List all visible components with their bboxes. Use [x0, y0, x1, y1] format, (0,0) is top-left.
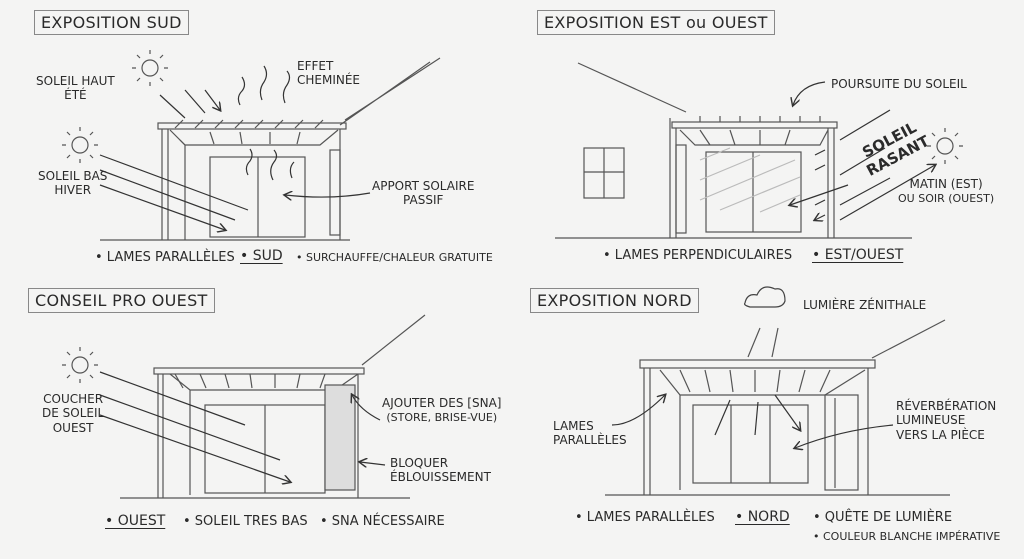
- label-line: MATIN (EST): [909, 177, 983, 191]
- label-line: BLOQUER: [390, 456, 449, 470]
- panel-title-est-ouest: EXPOSITION EST ou OUEST: [537, 10, 775, 36]
- label-line: PASSIF: [403, 193, 444, 208]
- label-line: OU SOIR (OUEST): [898, 192, 995, 206]
- label-line: DE SOLEIL: [42, 406, 105, 421]
- label-line: (STORE, BRISE-VUE): [386, 411, 498, 425]
- label-line: LAMES: [553, 419, 594, 433]
- bullet-orientation: • OUEST: [105, 513, 166, 529]
- label-line: HIVER: [54, 183, 92, 198]
- label-line: LUMINEUSE: [896, 413, 966, 428]
- label-line: ÉBLOUISSEMENT: [390, 470, 491, 485]
- label-line: COUCHER: [43, 392, 104, 406]
- label-lumiere-zenithale: LUMIÈRE ZÉNITHALE: [803, 298, 927, 312]
- pergola-est-ouest-sketch: [555, 62, 964, 239]
- label-line: CHEMINÉE: [297, 73, 361, 88]
- label-line: APPORT SOLAIRE: [372, 179, 475, 193]
- bullet-lames: • LAMES PARALLÈLES: [95, 250, 235, 265]
- pergola-sud-sketch: [61, 49, 441, 241]
- bullet-sna: • SNA NÉCESSAIRE: [320, 514, 445, 529]
- bullet-couleur-blanche: • COULEUR BLANCHE IMPÉRATIVE: [813, 530, 1001, 543]
- label-line: EFFET: [297, 59, 334, 73]
- bullet-orientation: • NORD: [735, 509, 790, 525]
- panel-title-sud: EXPOSITION SUD: [34, 10, 189, 36]
- label-ajouter-sna: AJOUTER DES [SNA](STORE, BRISE-VUE): [382, 396, 501, 425]
- label-line: VERS LA PIÈCE: [896, 427, 985, 442]
- bullet-quete-lumiere: • QUÊTE DE LUMIÈRE: [813, 510, 953, 525]
- bullet-note: • SURCHAUFFE/CHALEUR GRATUITE: [296, 251, 493, 264]
- sun-icon: [61, 346, 99, 384]
- label-matin-soir: MATIN (EST)OU SOIR (OUEST): [898, 177, 994, 206]
- label-line: PARALLÈLES: [553, 433, 627, 448]
- label-line: OUEST: [52, 420, 94, 435]
- cloud-icon: [743, 286, 786, 308]
- pergola-nord-sketch: [605, 286, 950, 496]
- bullet-orientation: • SUD: [240, 248, 283, 264]
- bullet-orientation: • EST/OUEST: [812, 247, 904, 263]
- label-line: SOLEIL HAUT: [36, 74, 115, 88]
- label-poursuite: POURSUITE DU SOLEIL: [831, 77, 967, 91]
- sun-icon: [926, 127, 964, 165]
- label-line: AJOUTER DES [SNA]: [382, 396, 502, 410]
- sun-icon: [131, 49, 169, 87]
- panel-title-nord: EXPOSITION NORD: [530, 288, 699, 314]
- bullet-lames: • LAMES PARALLÈLES: [575, 510, 715, 525]
- pergola-conseil-sketch: [61, 314, 426, 499]
- bullet-lames: • LAMES PERPENDICULAIRES: [603, 248, 793, 263]
- label-line: SOLEIL BAS: [38, 169, 108, 183]
- panel-title-conseil: CONSEIL PRO OUEST: [28, 288, 215, 314]
- sun-icon: [61, 126, 99, 164]
- bullet-soleil-bas: • SOLEIL TRES BAS: [183, 514, 308, 529]
- label-line: ÉTÉ: [64, 88, 87, 103]
- label-line: RÉVERBÉRATION: [896, 399, 997, 413]
